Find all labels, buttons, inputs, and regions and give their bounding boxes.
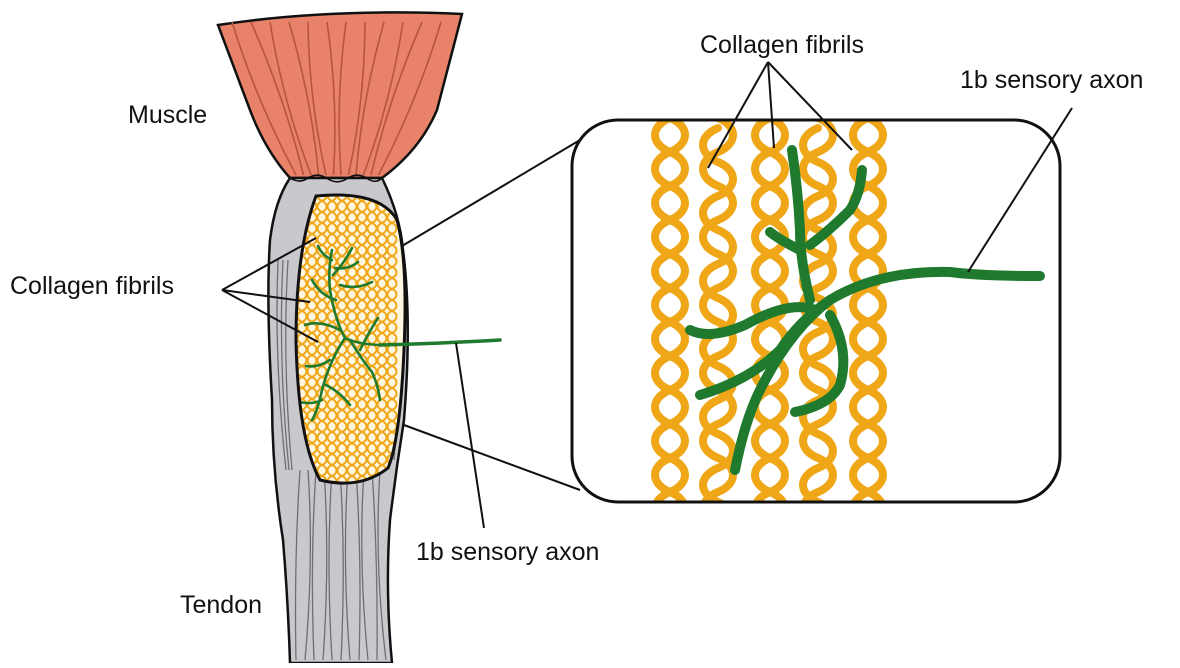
label-collagen-fibrils-top: Collagen fibrils <box>700 33 864 58</box>
label-sensory-axon-right: 1b sensory axon <box>960 68 1143 93</box>
zoom-panel <box>572 118 1060 536</box>
label-muscle: Muscle <box>128 103 207 128</box>
pointer-axon-bottom <box>456 343 484 528</box>
zoom-line-top <box>402 140 580 246</box>
label-tendon: Tendon <box>180 593 262 618</box>
zoom-line-bottom <box>404 425 580 490</box>
label-collagen-fibrils-left: Collagen fibrils <box>10 274 174 299</box>
muscle <box>218 12 462 178</box>
label-sensory-axon-bottom: 1b sensory axon <box>416 540 599 565</box>
